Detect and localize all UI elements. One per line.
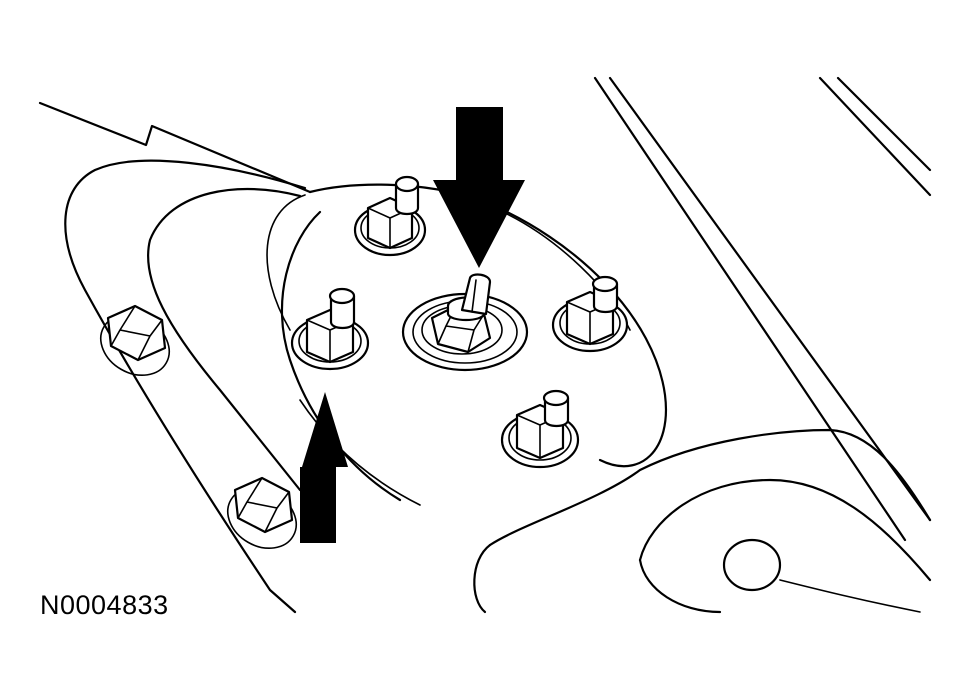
center-strut-nut <box>401 273 529 372</box>
body-panel <box>38 76 932 542</box>
up-arrow-icon <box>300 392 348 543</box>
bracket <box>473 428 932 614</box>
mount-nut-right <box>551 275 629 353</box>
down-arrow-icon <box>433 107 525 268</box>
strut-tower <box>64 159 307 614</box>
figure-reference-number: N0004833 <box>40 590 169 620</box>
fender-bolt-lower <box>227 476 297 549</box>
fender-bolt-upper <box>100 304 170 376</box>
mount-nut-top <box>353 175 427 257</box>
mount-nut-bottom <box>500 389 580 469</box>
mount-nut-left <box>290 287 370 371</box>
